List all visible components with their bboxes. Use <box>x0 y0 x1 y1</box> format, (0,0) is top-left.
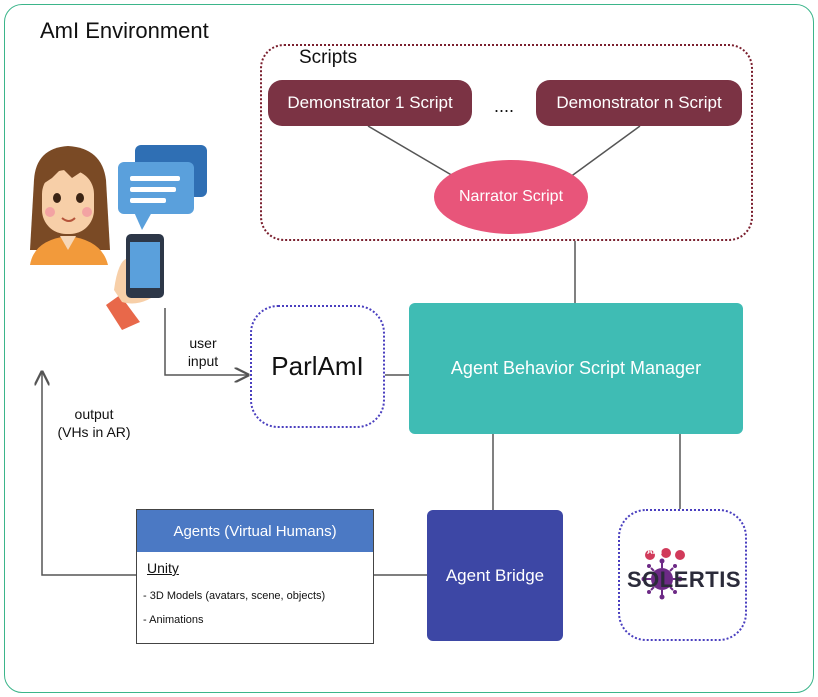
scripts-ellipsis: .... <box>494 96 515 116</box>
agents-platform: Unity <box>147 560 179 576</box>
environment-title: AmI Environment <box>40 18 209 43</box>
output-arrow <box>42 372 136 576</box>
scripts-title: Scripts <box>299 47 358 68</box>
parlaml-node: ParlAmI <box>250 305 385 428</box>
line-demo1-narrator <box>367 125 461 181</box>
agents-box: Agents (Virtual Humans) Unity - 3D Model… <box>136 509 374 644</box>
scripts-group <box>260 44 753 241</box>
agents-item: - 3D Models (avatars, scene, objects) <box>143 590 326 602</box>
solertis-node: AmI SOLERTIS <box>618 509 747 641</box>
output-label: output (VHs in AR) <box>57 406 131 440</box>
solertis-name: SOLERTIS <box>626 567 741 592</box>
narrator-script: Narrator Script <box>434 160 588 234</box>
user-input-arrow <box>164 308 248 375</box>
user-input-label: user input <box>187 335 219 369</box>
demonstrator-n-script: Demonstrator n Script <box>536 80 742 126</box>
agents-item: - Animations <box>143 614 204 626</box>
solertis-badge: AmI <box>647 547 663 556</box>
line-demon-narrator <box>565 125 641 181</box>
environment-frame <box>4 4 814 693</box>
agents-header: Agents (Virtual Humans) <box>137 510 373 552</box>
solertis-logo-icon <box>641 548 685 600</box>
agent-behavior-script-manager: Agent Behavior Script Manager <box>409 303 743 434</box>
user-with-phone-icon <box>30 145 207 330</box>
agent-bridge: Agent Bridge <box>427 510 563 641</box>
demonstrator-1-script: Demonstrator 1 Script <box>268 80 472 126</box>
